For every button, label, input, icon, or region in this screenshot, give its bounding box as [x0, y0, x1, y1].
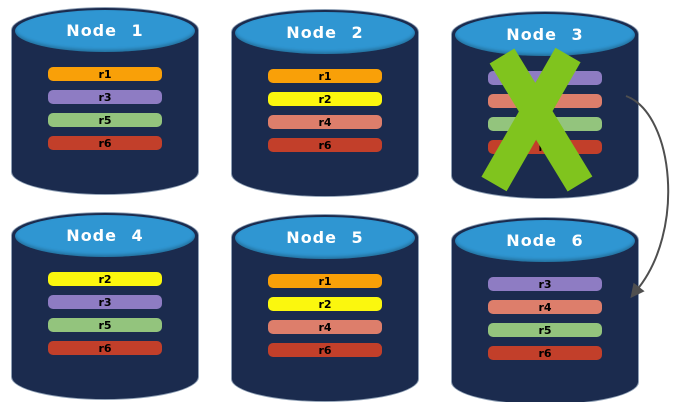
node-5-replica-bar-4: r6 — [268, 343, 382, 357]
node-3-title: Node 3 — [506, 25, 584, 44]
node-1-title: Node 1 — [66, 21, 144, 40]
node-1-replica-bar-2: r3 — [48, 90, 162, 104]
node-3-replica-bar-4: r6 — [488, 140, 602, 154]
node-2-cylinder-top: Node 2 — [235, 12, 415, 54]
node-5-replica-bar-2: r2 — [268, 297, 382, 311]
node-4-replica-bar-4: r6 — [48, 341, 162, 355]
node-4-cylinder: Node 4 r2 r3 r5 r6 — [12, 213, 198, 399]
node-1-cylinder-top: Node 1 — [15, 10, 195, 52]
node-5-title: Node 5 — [286, 228, 364, 247]
node-6-replica-bar-2: r4 — [488, 300, 602, 314]
node-4-replica-bar-3: r5 — [48, 318, 162, 332]
node-2-replica-bar-1: r1 — [268, 69, 382, 83]
node-5-cylinder-top: Node 5 — [235, 217, 415, 259]
node-5: Node 5 r1 r2 r4 r6 — [232, 215, 418, 401]
node-3-replica-bar-1: r3 — [488, 71, 602, 85]
node-2-replica-bar-4: r6 — [268, 138, 382, 152]
node-3-cylinder: Node 3 r3 r4 r5 r6 — [452, 12, 638, 198]
node-3-replica-bar-2: r4 — [488, 94, 602, 108]
node-5-cylinder: Node 5 r1 r2 r4 r6 — [232, 215, 418, 401]
node-1-replica-bar-4: r6 — [48, 136, 162, 150]
node-6-cylinder-top: Node 6 — [455, 220, 635, 262]
node-3-failed: Node 3 r3 r4 r5 r6 — [452, 12, 638, 198]
node-1-replica-bar-3: r5 — [48, 113, 162, 127]
node-2-title: Node 2 — [286, 23, 364, 42]
node-6-replica-bar-4: r6 — [488, 346, 602, 360]
node-2-replica-bar-2: r2 — [268, 92, 382, 106]
node-6-title: Node 6 — [506, 231, 584, 250]
node-4-replica-bar-1: r2 — [48, 272, 162, 286]
node-4-replica-bar-2: r3 — [48, 295, 162, 309]
node-3-cylinder-top: Node 3 — [455, 14, 635, 56]
node-4: Node 4 r2 r3 r5 r6 — [12, 213, 198, 399]
node-6: Node 6 r3 r4 r5 r6 — [452, 218, 638, 402]
node-6-replica-bar-1: r3 — [488, 277, 602, 291]
node-1: Node 1 r1 r3 r5 r6 — [12, 8, 198, 194]
node-2-cylinder: Node 2 r1 r2 r4 r6 — [232, 10, 418, 196]
node-1-replica-bar-1: r1 — [48, 67, 162, 81]
node-6-replica-bar-3: r5 — [488, 323, 602, 337]
node-2-replica-bar-3: r4 — [268, 115, 382, 129]
node-4-cylinder-top: Node 4 — [15, 215, 195, 257]
node-6-cylinder: Node 6 r3 r4 r5 r6 — [452, 218, 638, 402]
node-1-cylinder: Node 1 r1 r3 r5 r6 — [12, 8, 198, 194]
node-5-replica-bar-1: r1 — [268, 274, 382, 288]
node-5-replica-bar-3: r4 — [268, 320, 382, 334]
node-2: Node 2 r1 r2 r4 r6 — [232, 10, 418, 196]
node-3-replica-bar-3: r5 — [488, 117, 602, 131]
node-4-title: Node 4 — [66, 226, 144, 245]
